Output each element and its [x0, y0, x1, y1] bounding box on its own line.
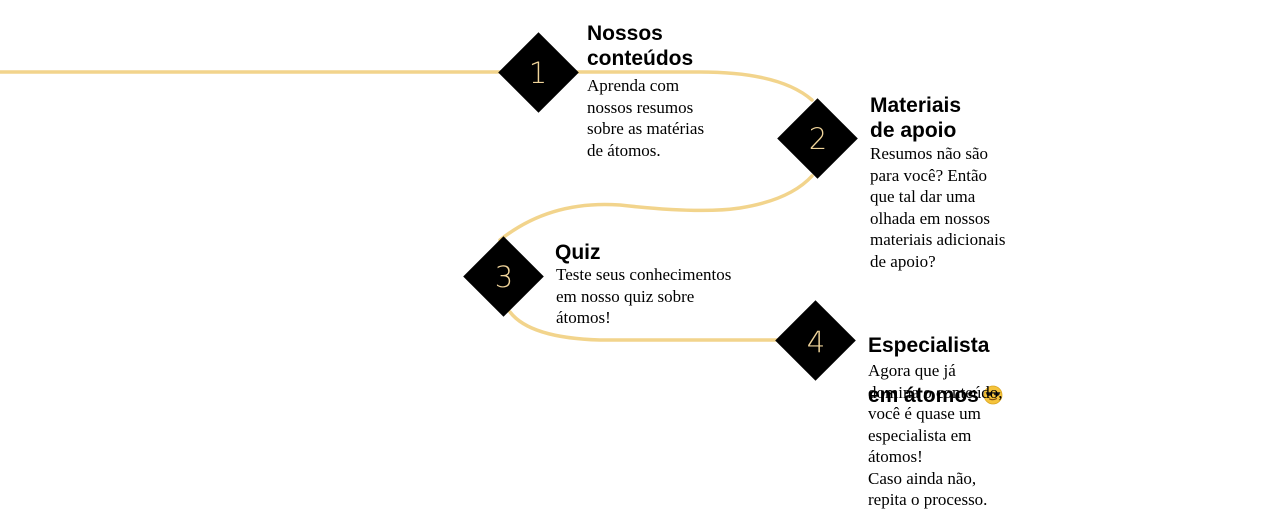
step-3-description: Teste seus conhecimentos em nosso quiz s…	[556, 265, 732, 327]
step-4-title-line1: Especialista	[868, 334, 990, 357]
step-2-description: Resumos não são para você? Então que tal…	[870, 144, 1006, 271]
step-3-number: 3	[494, 260, 514, 294]
step-1-number: 1	[528, 56, 548, 90]
step-1-title: Nossos conteúdos	[587, 22, 694, 70]
step-2-title: Materiais de apoio	[870, 94, 962, 142]
step-4-title-line2: em átomos	[868, 384, 979, 407]
step-3-title: Quiz	[555, 241, 601, 264]
step-4-title: Especialista em átomos	[868, 308, 1003, 408]
step-2-number: 2	[808, 122, 828, 156]
step-4-number: 4	[806, 325, 826, 359]
step-1-description: Aprenda com nossos resumos sobre as maté…	[587, 76, 705, 160]
step-4-description: Agora que já domina o conteúdo, você é q…	[868, 361, 1003, 509]
sunglasses-face-icon	[983, 385, 1003, 405]
